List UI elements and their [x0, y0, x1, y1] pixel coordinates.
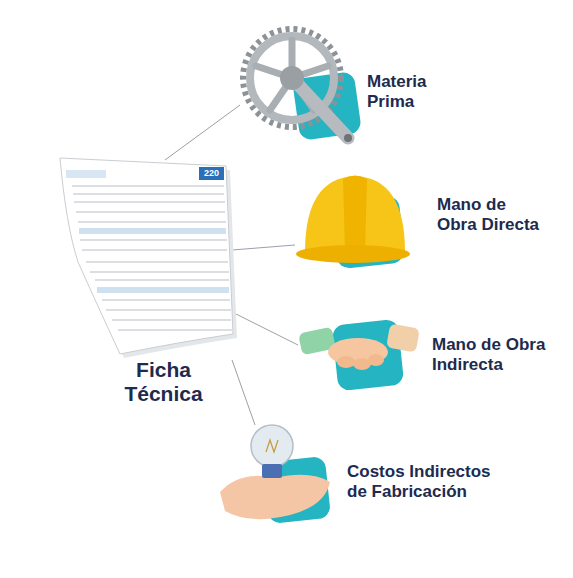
form-line	[86, 262, 228, 263]
document-title: Ficha Técnica	[118, 358, 210, 406]
form-line	[73, 194, 224, 195]
connector-line	[232, 360, 255, 425]
document-logo	[66, 170, 106, 178]
bulb-glass	[251, 425, 293, 467]
concept-label: Mano de Obra Indirecta	[432, 335, 554, 374]
connector-line	[232, 312, 298, 345]
form-line	[118, 330, 232, 331]
crank-arm	[292, 78, 348, 138]
form-line	[80, 240, 227, 241]
form-line	[78, 222, 226, 223]
concept-node: Mano de Obra Directa	[295, 170, 555, 270]
form-number: 220	[199, 167, 224, 180]
concept-label: Costos Indirectos de Fabricación	[347, 462, 499, 501]
form-line	[102, 300, 230, 301]
hat-ridge	[343, 176, 367, 251]
form-line	[72, 186, 224, 187]
form-line	[76, 212, 225, 213]
concept-node: Mano de Obra Indirecta	[298, 315, 564, 395]
form-line	[106, 310, 231, 311]
form-band	[97, 287, 229, 293]
form-line	[82, 250, 227, 251]
form-line	[90, 272, 229, 273]
form-line	[74, 202, 225, 203]
open-hand	[220, 475, 330, 519]
concept-label: Mano de Obra Directa	[437, 195, 545, 234]
finger	[368, 354, 384, 366]
concept-node: Costos Indirectos de Fabricación	[218, 425, 509, 525]
document-sheet	[60, 158, 233, 354]
hat-brim	[296, 245, 410, 263]
sleeve	[386, 324, 420, 353]
pedal-hole	[344, 134, 352, 142]
finger	[337, 356, 355, 368]
document-node: Ficha Técnica	[55, 160, 232, 413]
bulb-filament	[266, 440, 278, 452]
concept-node: Materia Prima	[240, 25, 457, 150]
form-lines	[72, 186, 232, 330]
gear-hub	[280, 66, 304, 90]
form-line	[112, 320, 231, 321]
form-band	[79, 228, 226, 234]
hat-dome	[305, 176, 405, 252]
concept-label: Materia Prima	[367, 72, 447, 111]
bulb-base	[262, 464, 282, 478]
connector-line	[165, 105, 240, 160]
connector-line	[232, 245, 295, 250]
form-line	[95, 280, 229, 281]
